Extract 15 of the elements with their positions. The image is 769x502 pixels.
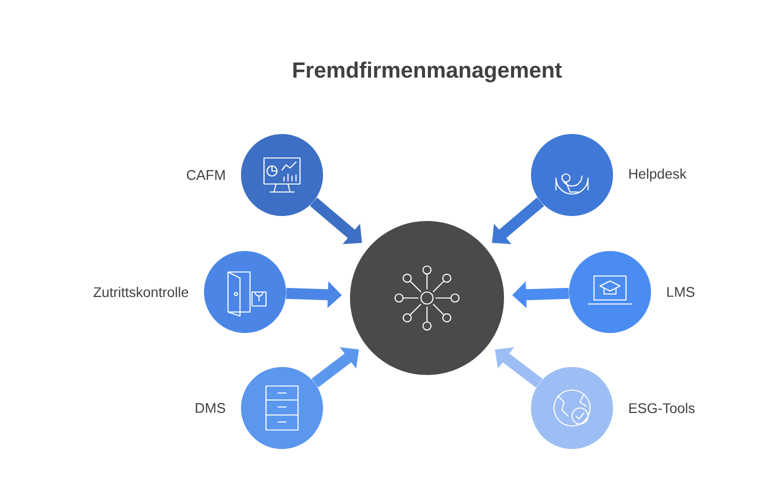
icon-circle — [531, 367, 613, 449]
icon-circle — [241, 367, 323, 449]
node-label: ESG-Tools — [629, 402, 695, 414]
icon-circle — [204, 251, 286, 333]
node-label: Zutrittskontrolle — [94, 286, 188, 298]
arrow — [492, 197, 544, 244]
node-label: DMS — [196, 403, 226, 413]
icon-circle — [241, 134, 323, 216]
node-label: CAFM — [186, 170, 225, 180]
hub-circle — [350, 221, 504, 375]
icon-circle — [569, 251, 651, 333]
icon-circle — [531, 134, 613, 216]
node-label: Helpdesk — [629, 168, 687, 182]
title: Fremdfirmenmanagement — [293, 62, 562, 82]
node-label: LMS — [667, 287, 694, 297]
